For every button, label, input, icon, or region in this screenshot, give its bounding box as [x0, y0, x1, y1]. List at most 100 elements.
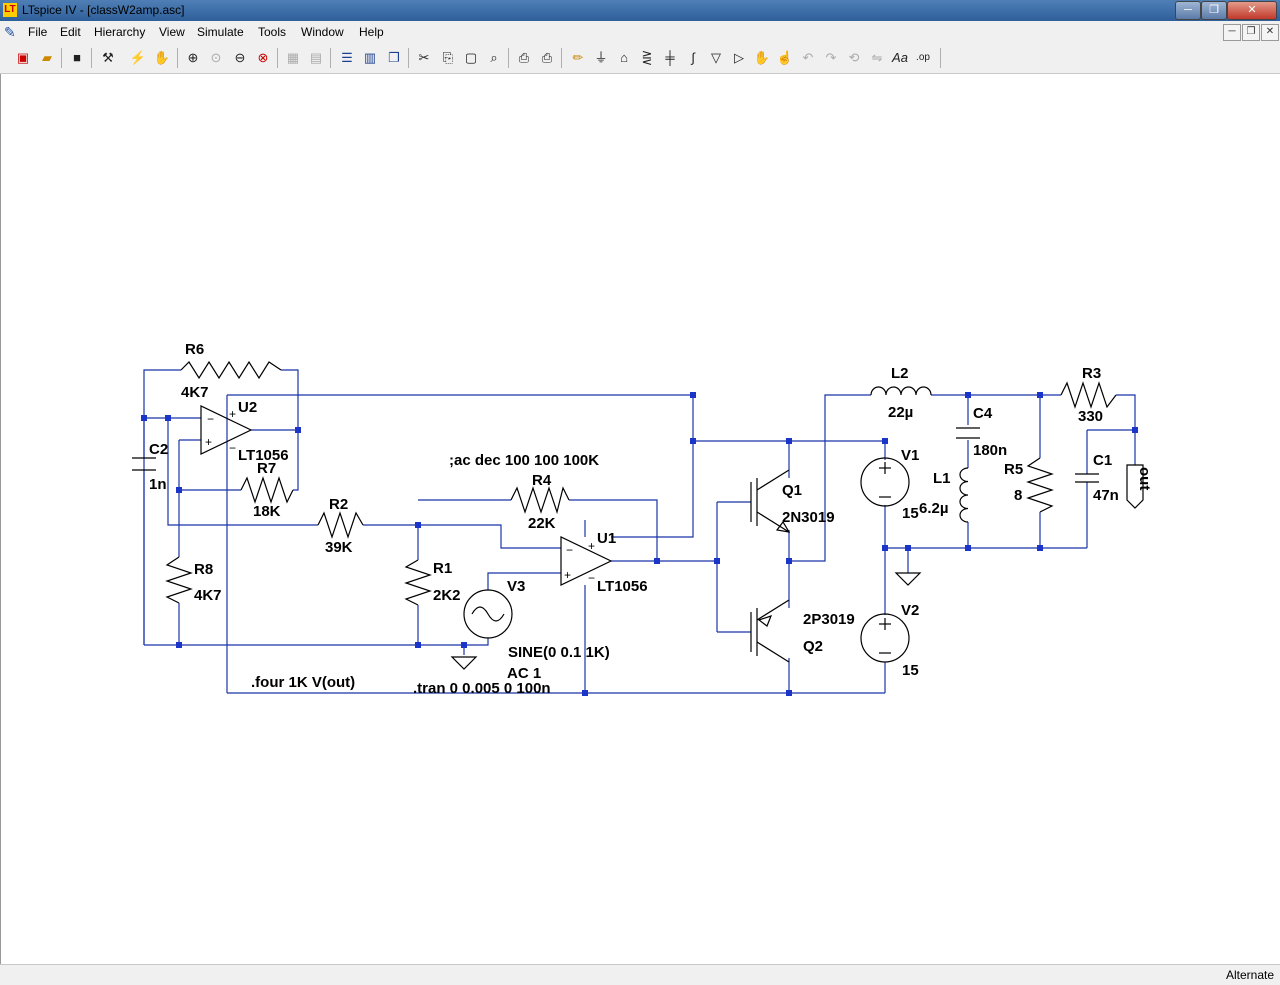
- resistor-r3: [1060, 381, 1117, 409]
- label-v3: V3: [507, 578, 525, 595]
- value-c4: 180n: [973, 442, 1007, 459]
- minimize-button[interactable]: ─: [1175, 1, 1201, 20]
- label-r1: R1: [433, 560, 452, 577]
- svg-text:+: +: [205, 435, 212, 449]
- label-q1: Q1: [782, 482, 802, 499]
- menu-file[interactable]: File: [28, 25, 48, 39]
- cascade-icon[interactable]: ❐: [388, 50, 400, 65]
- zoom-pan-icon[interactable]: ⊙: [210, 50, 222, 65]
- label-q2: Q2: [803, 638, 823, 655]
- ac-directive[interactable]: ;ac dec 100 100 100K: [449, 452, 599, 469]
- mdi-restore-button[interactable]: ❐: [1242, 24, 1260, 41]
- value-r7: 18K: [253, 503, 281, 520]
- components: [132, 360, 1144, 670]
- menu-edit[interactable]: Edit: [60, 25, 81, 39]
- mdi-close-button[interactable]: ✕: [1261, 24, 1279, 41]
- voltage-source-v2: [860, 613, 910, 663]
- value-l1: 6.2µ: [919, 500, 949, 517]
- schematic-doc-icon[interactable]: ✎: [4, 24, 16, 40]
- value-v2: 15: [902, 662, 919, 679]
- close-button[interactable]: ✕: [1227, 1, 1277, 20]
- status-mode: Alternate: [1225, 968, 1274, 982]
- diode-icon[interactable]: ▽: [711, 50, 721, 65]
- mirror-icon[interactable]: ⇋: [871, 50, 883, 65]
- tile-vertical-icon[interactable]: ▥: [363, 50, 377, 65]
- spice-directive-icon[interactable]: .op: [916, 52, 930, 63]
- net-label-out: [1126, 464, 1144, 509]
- run-icon[interactable]: ⚡: [129, 50, 147, 65]
- four-directive[interactable]: .four 1K V(out): [251, 674, 355, 691]
- svg-text:+: +: [229, 407, 236, 421]
- undo-icon[interactable]: ↶: [802, 50, 814, 65]
- control-panel-icon[interactable]: ⚒: [102, 50, 114, 65]
- label-r8: R8: [194, 561, 213, 578]
- label-r7: R7: [257, 460, 276, 477]
- tile-horizontal-icon[interactable]: ☰: [341, 50, 353, 65]
- mark-icon[interactable]: ▤: [309, 50, 323, 65]
- toolbar-separator: [408, 48, 409, 68]
- ltspice-logo-icon: LT: [3, 3, 17, 17]
- value-r5: 8: [1014, 487, 1022, 504]
- new-schematic-icon[interactable]: ▣: [16, 50, 30, 65]
- schematic-canvas[interactable]: − + + − − + + − R6 4K7 U2: [0, 74, 1280, 964]
- zoom-in-icon[interactable]: ⊕: [187, 50, 199, 65]
- print-icon[interactable]: ⎙: [541, 50, 553, 65]
- text-icon[interactable]: Aa: [892, 50, 908, 65]
- schematic-labels: R6 4K7 U2 LT1056 C2 1n R7 18K R2 39K R8 …: [149, 341, 1153, 697]
- toolbar: ▣ ▰ ■ ⚒ ⚡ ✋ ⊕ ⊙ ⊖ ⊗ ▦ ▤ ☰ ▥ ❐ ✂ ⎘ ▢ ⌕ ⎙ …: [0, 43, 1280, 74]
- copy-icon[interactable]: ⎘: [442, 50, 454, 65]
- menu-hierarchy[interactable]: Hierarchy: [94, 25, 146, 39]
- menu-simulate[interactable]: Simulate: [197, 25, 244, 39]
- redo-icon[interactable]: ↷: [825, 50, 837, 65]
- value-r1: 2K2: [433, 587, 461, 604]
- paste-icon[interactable]: ▢: [464, 50, 478, 65]
- value-u1: LT1056: [597, 578, 648, 595]
- label-icon[interactable]: ⌂: [620, 50, 628, 65]
- halt-icon[interactable]: ✋: [153, 50, 171, 65]
- zoom-out-icon[interactable]: ⊖: [234, 50, 246, 65]
- ground-icon[interactable]: ⏚: [594, 50, 608, 65]
- label-v2: V2: [901, 602, 919, 619]
- ground-symbol: [894, 572, 922, 586]
- maximize-button[interactable]: ❐: [1201, 1, 1227, 20]
- svg-text:−: −: [207, 412, 214, 426]
- resistor-icon[interactable]: ⋛: [641, 50, 653, 65]
- resistor-r1: [404, 559, 432, 606]
- component-icon[interactable]: ▷: [734, 50, 744, 65]
- inductor-icon[interactable]: ∫: [691, 50, 695, 65]
- inductor-l1: [959, 467, 969, 523]
- svg-text:+: +: [588, 539, 595, 553]
- find-icon[interactable]: ⌕: [490, 50, 498, 65]
- label-l1: L1: [933, 470, 951, 487]
- wire-icon[interactable]: ✏: [572, 50, 584, 65]
- label-r4: R4: [532, 472, 552, 489]
- menu-help[interactable]: Help: [359, 25, 384, 39]
- drag-icon[interactable]: ☝: [776, 50, 794, 65]
- print-setup-icon[interactable]: ⎙: [518, 50, 530, 65]
- zoom-cancel-icon[interactable]: ⊗: [257, 50, 269, 65]
- tran-directive[interactable]: .tran 0 0.005 0 100n: [413, 680, 551, 697]
- net-label-out-text: out: [1136, 467, 1153, 490]
- menu-tools[interactable]: Tools: [258, 25, 287, 39]
- rotate-icon[interactable]: ⟲: [848, 50, 860, 65]
- value-r6: 4K7: [181, 384, 209, 401]
- value-v1: 15: [902, 505, 919, 522]
- label-c1: C1: [1093, 452, 1112, 469]
- open-icon[interactable]: ▰: [42, 50, 52, 65]
- toolbar-separator: [508, 48, 509, 68]
- toolbar-separator: [177, 48, 178, 68]
- toolbar-separator: [61, 48, 62, 68]
- toolbar-separator: [91, 48, 92, 68]
- cut-icon[interactable]: ✂: [418, 50, 430, 65]
- mdi-minimize-button[interactable]: ─: [1223, 24, 1241, 41]
- capacitor-icon[interactable]: ╪: [665, 50, 675, 65]
- schematic-drawing: − + + − − + + − R6 4K7 U2: [132, 341, 1153, 697]
- title-bar: LT LTspice IV - [classW2amp.asc] ─ ❐ ✕: [0, 0, 1280, 21]
- autorange-icon[interactable]: ▦: [286, 50, 300, 65]
- menu-window[interactable]: Window: [301, 25, 344, 39]
- window-title: LTspice IV - [classW2amp.asc]: [22, 3, 185, 17]
- menu-view[interactable]: View: [159, 25, 185, 39]
- save-icon[interactable]: ■: [73, 50, 81, 65]
- move-icon[interactable]: ✋: [753, 50, 771, 65]
- toolbar-separator: [940, 48, 941, 68]
